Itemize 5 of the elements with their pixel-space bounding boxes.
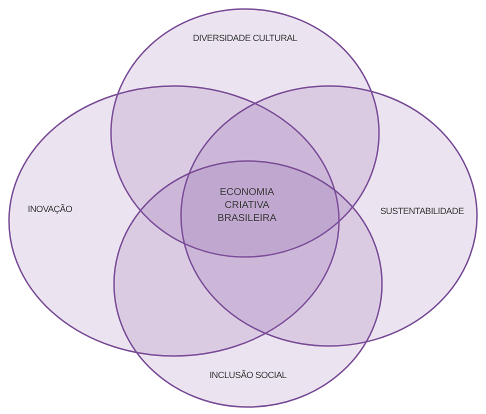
circle-label: DIVERSIDADE CULTURAL xyxy=(192,33,298,43)
circle-label: INOVAÇÃO xyxy=(28,204,72,214)
center-label: ECONOMIA CRIATIVA BRASILEIRA xyxy=(216,186,278,225)
circle-label: SUSTENTABILIDADE xyxy=(380,206,464,216)
circle-label: INCLUSÃO SOCIAL xyxy=(209,370,287,380)
